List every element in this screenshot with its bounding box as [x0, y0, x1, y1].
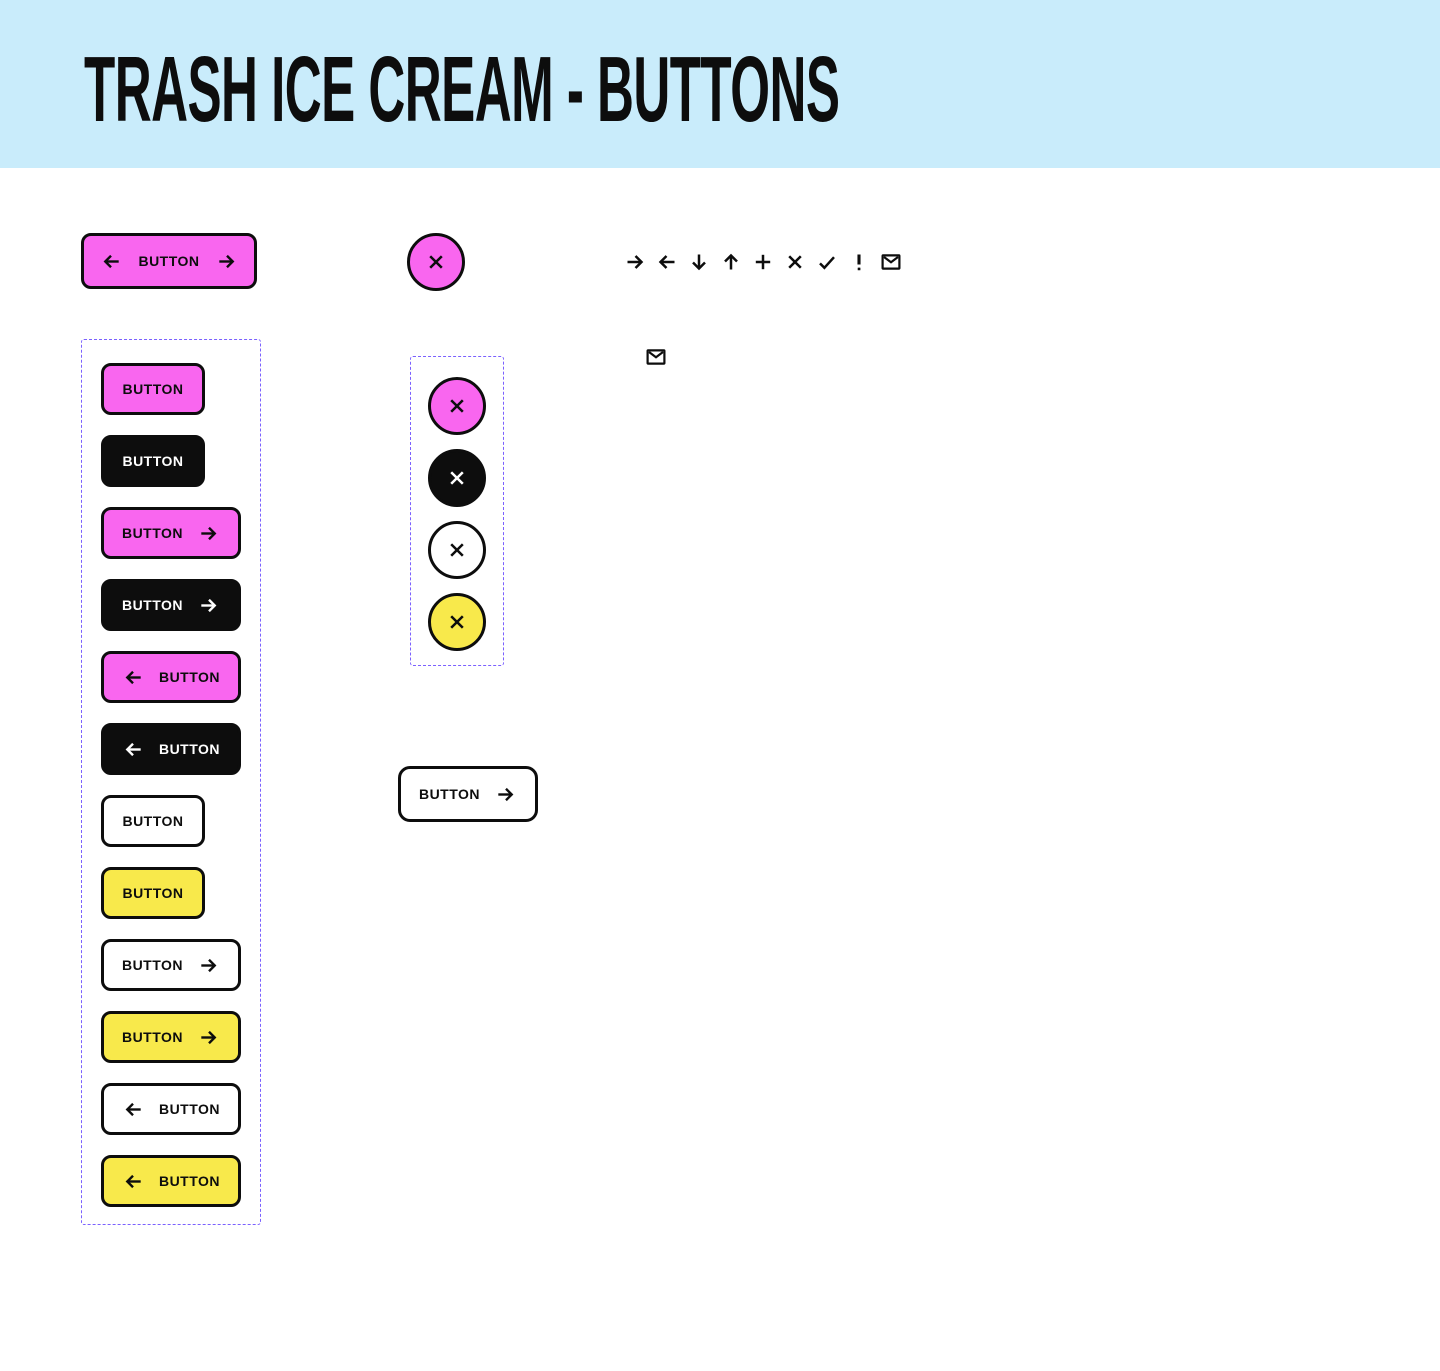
button-label: BUTTON: [122, 813, 184, 829]
button-label: BUTTON: [121, 525, 184, 541]
button-yellow[interactable]: BUTTON: [101, 867, 205, 919]
arrow-left-icon: [655, 250, 679, 274]
close-button-black[interactable]: [428, 449, 486, 507]
close-icon: [783, 250, 807, 274]
mail-icon: [879, 250, 903, 274]
button-variants-group: BUTTON BUTTON BUTTON BUTTON BUTTON BUTTO…: [81, 339, 261, 1225]
button-label: BUTTON: [122, 453, 184, 469]
check-icon: [815, 250, 839, 274]
arrow-left-icon: [100, 250, 123, 273]
arrow-left-icon: [122, 666, 145, 689]
arrow-left-icon: [122, 1170, 145, 1193]
arrow-left-icon: [122, 1098, 145, 1121]
button-label: BUTTON: [121, 1029, 184, 1045]
plus-icon: [751, 250, 775, 274]
button-white-arrow-left[interactable]: BUTTON: [101, 1083, 241, 1135]
arrow-right-icon: [197, 1026, 220, 1049]
header-band: TRASH ICE CREAM - BUTTONS: [0, 0, 1440, 168]
button-label: BUTTON: [122, 885, 184, 901]
close-icon: [424, 250, 448, 274]
button-label: BUTTON: [122, 381, 184, 397]
hero-button-label: BUTTON: [138, 253, 200, 269]
standalone-button-arrow-right[interactable]: BUTTON: [398, 766, 538, 822]
button-pink-arrow-right[interactable]: BUTTON: [101, 507, 241, 559]
arrow-right-icon: [197, 522, 220, 545]
button-pink-arrow-left[interactable]: BUTTON: [101, 651, 241, 703]
button-label: BUTTON: [158, 1173, 221, 1189]
button-yellow-arrow-left[interactable]: BUTTON: [101, 1155, 241, 1207]
arrow-down-icon: [687, 250, 711, 274]
button-yellow-arrow-right[interactable]: BUTTON: [101, 1011, 241, 1063]
button-label: BUTTON: [121, 597, 184, 613]
arrow-right-icon: [215, 250, 238, 273]
arrow-right-icon: [623, 250, 647, 274]
arrow-up-icon: [719, 250, 743, 274]
button-black-arrow-left[interactable]: BUTTON: [101, 723, 241, 775]
button-pink[interactable]: BUTTON: [101, 363, 205, 415]
button-label: BUTTON: [158, 669, 221, 685]
mail-icon: [644, 345, 668, 369]
close-button-yellow[interactable]: [428, 593, 486, 651]
button-black-arrow-right[interactable]: BUTTON: [101, 579, 241, 631]
arrow-left-icon: [122, 738, 145, 761]
button-black[interactable]: BUTTON: [101, 435, 205, 487]
button-label: BUTTON: [121, 957, 184, 973]
close-icon: [445, 538, 469, 562]
button-white-arrow-right[interactable]: BUTTON: [101, 939, 241, 991]
close-button-white[interactable]: [428, 521, 486, 579]
button-label: BUTTON: [158, 1101, 221, 1117]
close-icon: [445, 610, 469, 634]
close-icon: [445, 394, 469, 418]
button-label: BUTTON: [418, 786, 481, 802]
close-icon: [445, 466, 469, 490]
arrow-right-icon: [197, 594, 220, 617]
hero-button[interactable]: BUTTON: [81, 233, 257, 289]
icon-row: [623, 250, 903, 274]
hero-close-button[interactable]: [407, 233, 465, 291]
button-label: BUTTON: [158, 741, 221, 757]
page-title: TRASH ICE CREAM - BUTTONS: [84, 37, 840, 141]
close-button-pink[interactable]: [428, 377, 486, 435]
arrow-right-icon: [197, 954, 220, 977]
icon-button-variants-group: [410, 356, 504, 666]
button-white[interactable]: BUTTON: [101, 795, 205, 847]
arrow-right-icon: [494, 783, 517, 806]
exclamation-icon: [847, 250, 871, 274]
